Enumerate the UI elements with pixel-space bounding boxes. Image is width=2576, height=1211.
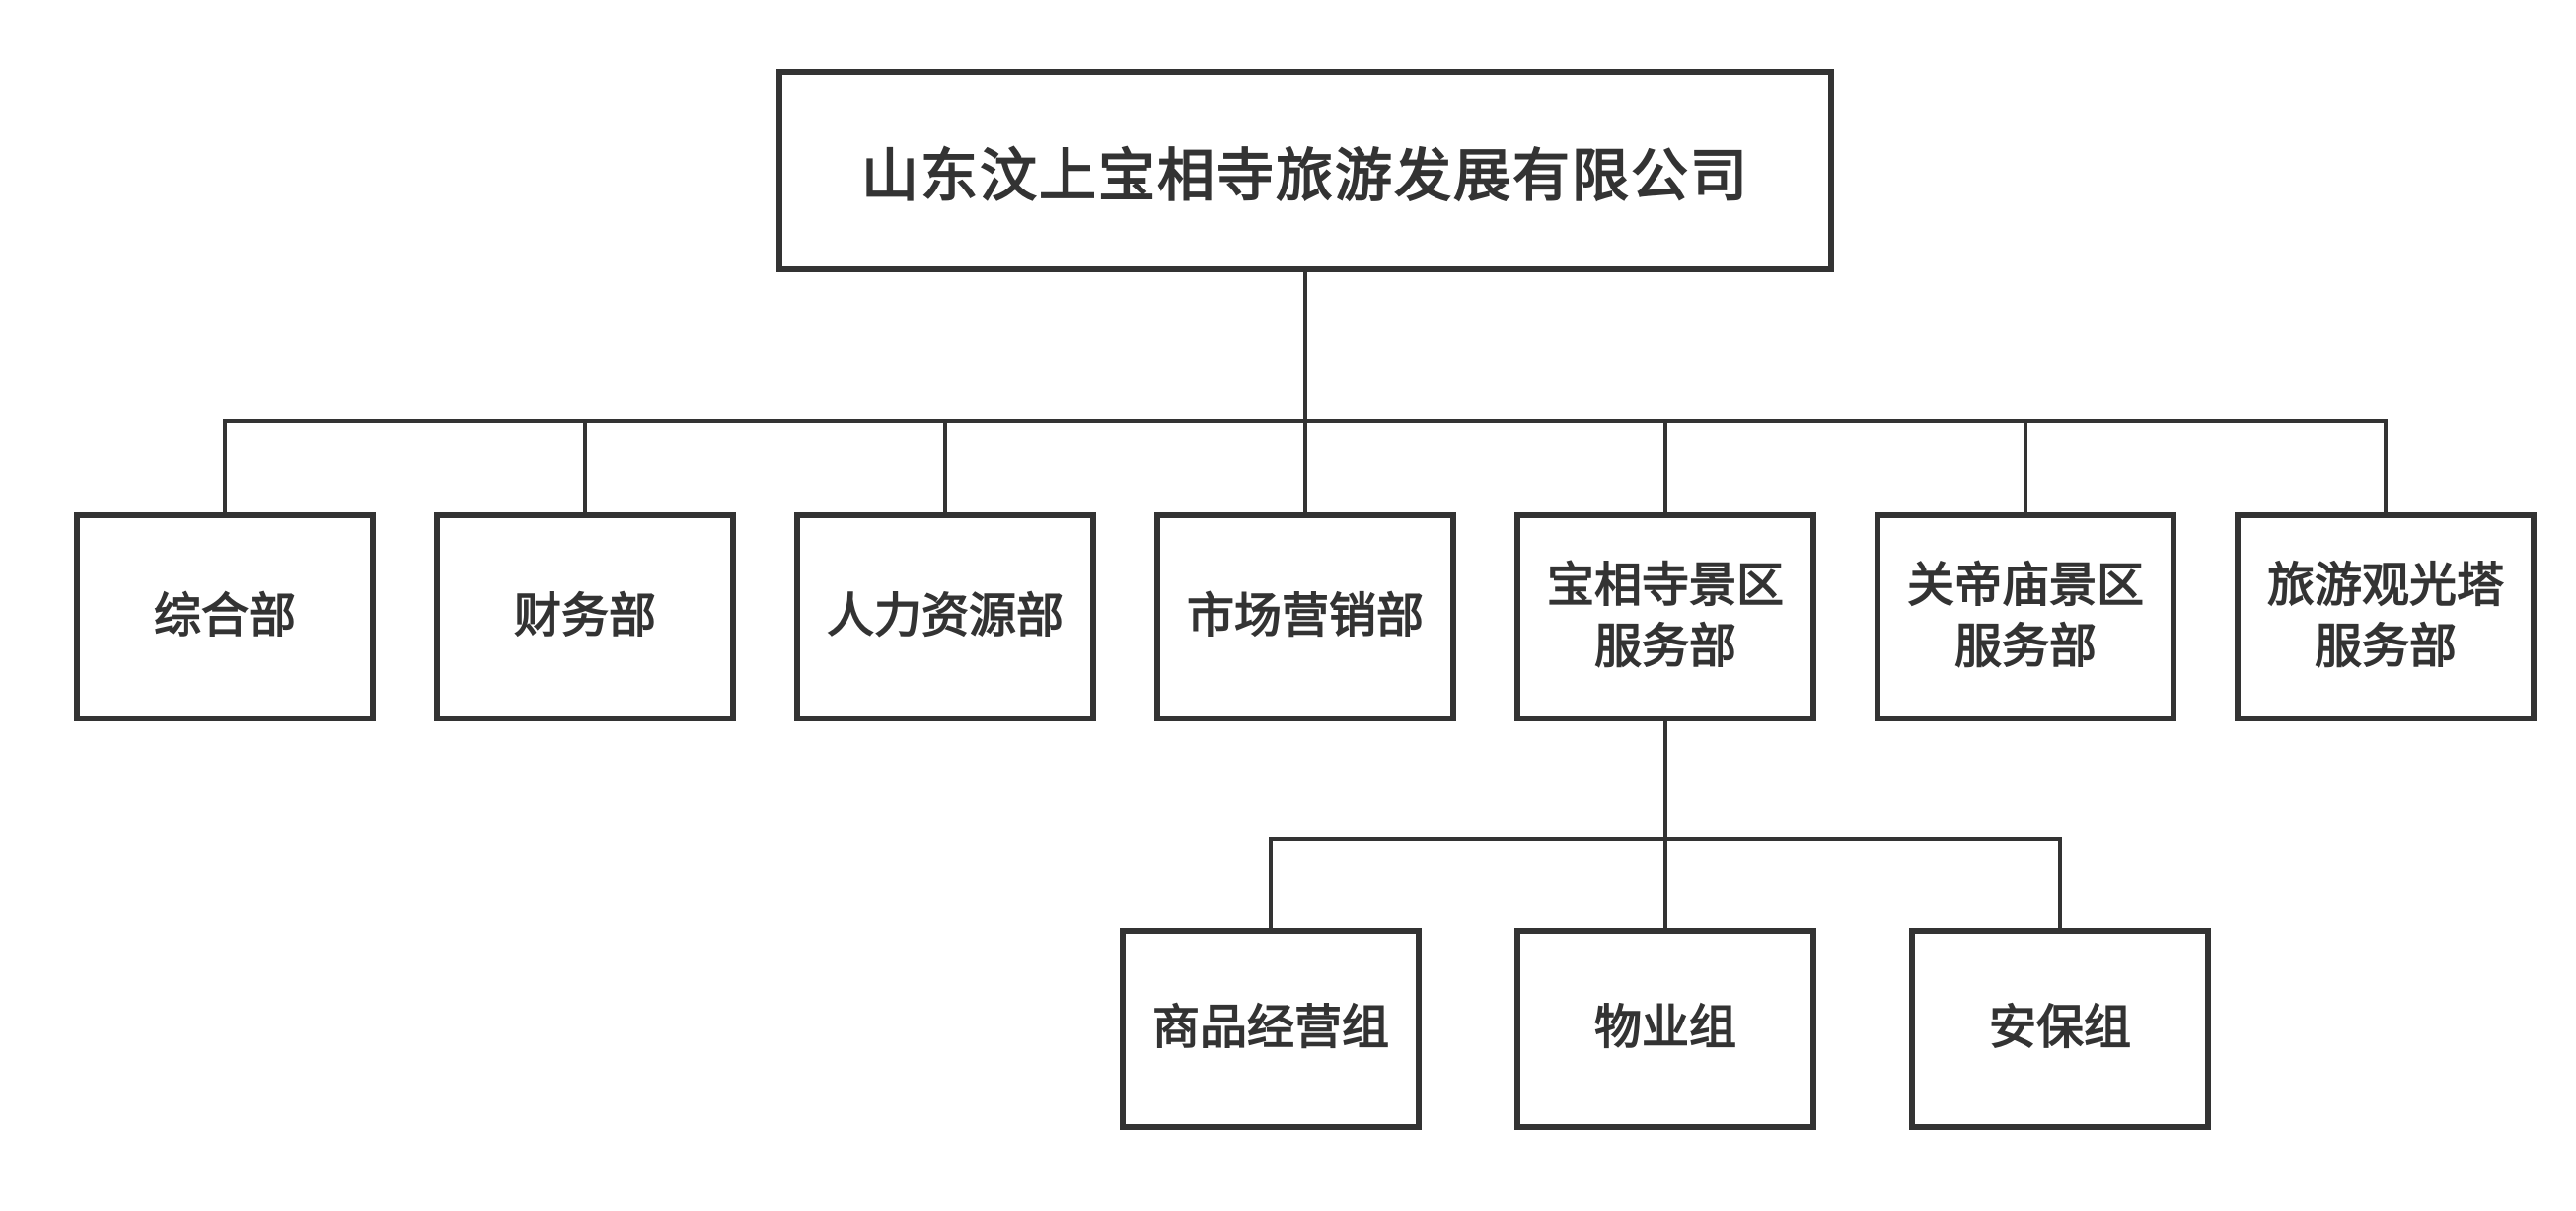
connector-stub-general-dept — [223, 419, 227, 512]
org-node-label: 综合部 — [153, 589, 296, 643]
connector-stub-hr-dept — [943, 419, 947, 512]
org-node-marketing-dept: 市场营销部 — [1154, 512, 1456, 721]
connector-stub-property-group — [1663, 837, 1667, 928]
org-node-root-label: 山东汶上宝相寺旅游发展有限公司 — [860, 144, 1749, 208]
connector-root-drop — [1303, 272, 1307, 423]
org-node-baoxiangsi-service-dept: 宝相寺景区 服务部 — [1514, 512, 1816, 721]
org-node-label: 财务部 — [513, 589, 656, 643]
org-node-label: 旅游观光塔 服务部 — [2266, 559, 2504, 673]
connector-stub-marketing-dept — [1303, 419, 1307, 512]
org-node-label: 物业组 — [1593, 1002, 1736, 1055]
connector-baoxiangsi-drop — [1663, 721, 1667, 839]
connector-stub-guandimiao-dept — [2024, 419, 2027, 512]
org-node-label: 宝相寺景区 服务部 — [1546, 559, 1784, 673]
org-node-security-group: 安保组 — [1909, 928, 2211, 1130]
connector-stub-security-group — [2058, 837, 2062, 928]
org-node-merchandise-group: 商品经营组 — [1120, 928, 1422, 1130]
connector-stub-tower-dept — [2384, 419, 2388, 512]
connector-stub-baoxiangsi-dept — [1663, 419, 1667, 512]
org-node-root: 山东汶上宝相寺旅游发展有限公司 — [776, 69, 1834, 272]
org-node-general-dept: 综合部 — [74, 512, 376, 721]
org-node-label: 市场营销部 — [1186, 589, 1424, 643]
org-node-tower-service-dept: 旅游观光塔 服务部 — [2235, 512, 2537, 721]
org-node-label: 关帝庙景区 服务部 — [1906, 559, 2144, 673]
org-node-finance-dept: 财务部 — [434, 512, 736, 721]
org-node-label: 商品经营组 — [1151, 1002, 1389, 1055]
org-node-property-group: 物业组 — [1514, 928, 1816, 1130]
org-node-label: 安保组 — [1988, 1002, 2131, 1055]
org-node-hr-dept: 人力资源部 — [794, 512, 1096, 721]
org-node-guandimiao-service-dept: 关帝庙景区 服务部 — [1875, 512, 2176, 721]
connector-stub-finance-dept — [583, 419, 587, 512]
connector-stub-merchandise-group — [1269, 837, 1273, 928]
org-node-label: 人力资源部 — [826, 589, 1064, 643]
